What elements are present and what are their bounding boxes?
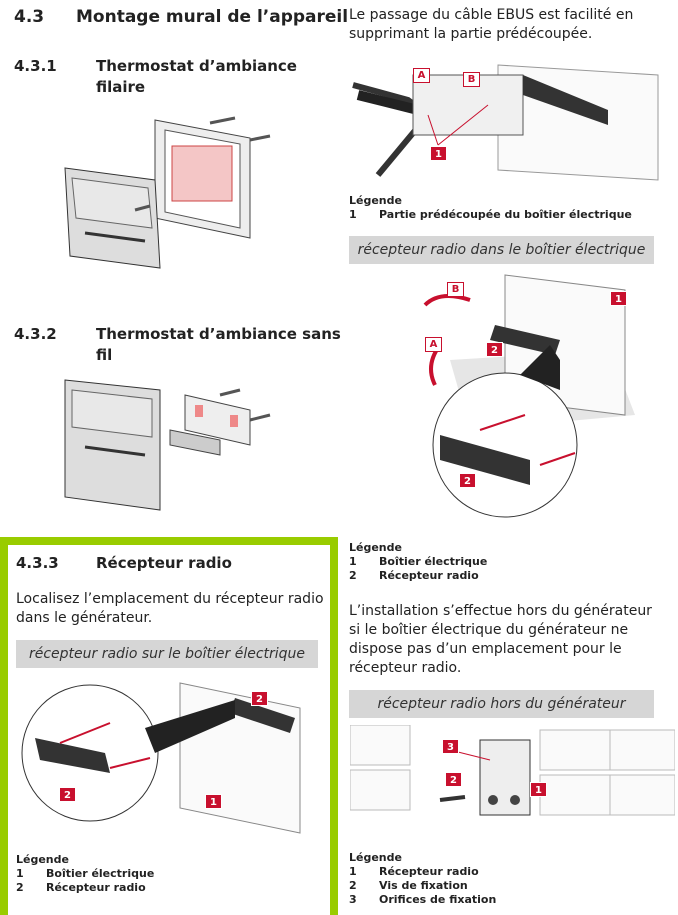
legend-number: 3: [349, 893, 357, 906]
legend-number: 2: [16, 881, 24, 894]
radio-receiver-section: [0, 537, 338, 915]
legend-item: 2 Récepteur radio: [349, 569, 487, 583]
callout-badge: B: [463, 72, 480, 87]
legend-text: Boîtier électrique: [46, 867, 155, 880]
wired-thermostat-illustration: [64, 116, 271, 269]
paragraph: Le passage du câble EBUS est facilité en…: [349, 6, 633, 44]
callout-badge: B: [447, 282, 464, 297]
legend-title: Légende: [349, 851, 402, 864]
text-line: si le boîtier électrique du générateur n…: [349, 622, 629, 638]
receiver-in-box-illustration: [423, 274, 635, 518]
legend-title: Légende: [349, 194, 402, 207]
text-line: L’installation s’effectue hors du généra…: [349, 603, 652, 619]
text-line: Le passage du câble EBUS est facilité en: [349, 7, 634, 23]
legend: Légende 1 Boîtier électrique 2 Récepteur r…: [16, 853, 154, 895]
text-line: dans le générateur.: [16, 610, 153, 626]
text-line: dispose pas d’un emplacement pour le: [349, 641, 622, 657]
paragraph: Localisez l’emplacement du récepteur rad…: [16, 590, 324, 628]
legend-text: Partie prédécoupée du boîtier électrique: [379, 208, 632, 221]
legend-item: 1 Récepteur radio: [349, 865, 496, 879]
callout-badge: 2: [486, 342, 503, 357]
title-line: Thermostat d’ambiance: [96, 57, 297, 75]
legend-number: 1: [349, 865, 357, 878]
legend-item: 1 Boîtier électrique: [349, 555, 487, 569]
callout-badge: 3: [442, 739, 459, 754]
legend-number: 1: [16, 867, 24, 880]
subsection-number: 4.3.2: [14, 325, 57, 343]
receiver-on-box-illustration: [21, 682, 301, 834]
legend-title: Légende: [16, 853, 69, 866]
legend-item: 2 Vis de fixation: [349, 879, 496, 893]
legend: Légende 1 Boîtier électrique 2 Récepteur r…: [349, 541, 487, 583]
legend-item: 2 Récepteur radio: [16, 881, 154, 895]
legend-title: Légende: [349, 541, 402, 554]
legend-number: 2: [349, 879, 357, 892]
legend-item: 1 Boîtier électrique: [16, 867, 154, 881]
callout-badge: 1: [610, 291, 627, 306]
text-line: supprimant la partie prédécoupée.: [349, 26, 593, 42]
callout-badge: 1: [530, 782, 547, 797]
caption-bar: récepteur radio hors du générateur: [349, 690, 654, 718]
text-line: récepteur radio.: [349, 660, 462, 676]
legend-text: Boîtier électrique: [379, 555, 488, 568]
callout-badge: A: [413, 68, 430, 83]
legend-text: Orifices de fixation: [379, 893, 497, 906]
callout-badge: 2: [459, 473, 476, 488]
title-line: Thermostat d’ambiance sans: [96, 325, 341, 343]
cable-cutout-illustration: [352, 64, 659, 181]
legend-text: Récepteur radio: [46, 881, 146, 894]
subsection-title: Thermostat d’ambiance sans fil: [96, 324, 341, 366]
section-number: 4.3: [14, 7, 45, 27]
callout-badge: 1: [205, 794, 222, 809]
caption-bar: récepteur radio dans le boîtier électriq…: [349, 236, 654, 264]
callout-badge: 1: [430, 146, 447, 161]
title-line: filaire: [96, 78, 146, 96]
subsection-title: Récepteur radio: [96, 554, 232, 572]
callout-badge: 2: [445, 772, 462, 787]
callout-badge: A: [425, 337, 442, 352]
legend-text: Récepteur radio: [379, 865, 479, 878]
legend: Légende 1 Récepteur radio 2 Vis de fixatio…: [349, 851, 496, 907]
legend-number: 1: [349, 208, 357, 221]
legend-number: 2: [349, 569, 357, 582]
receiver-outside-illustration: [350, 725, 675, 816]
title-line: fil: [96, 346, 113, 364]
callout-badge: 2: [251, 691, 268, 706]
legend-item: 3 Orifices de fixation: [349, 893, 496, 907]
subsection-number: 4.3.3: [16, 554, 59, 572]
subsection-number: 4.3.1: [14, 57, 57, 75]
legend-number: 1: [349, 555, 357, 568]
legend: Légende 1 Partie prédécoupée du boîtier é…: [349, 194, 632, 222]
text-line: Localisez l’emplacement du récepteur rad…: [16, 591, 324, 607]
subsection-title: Thermostat d’ambiance filaire: [96, 56, 297, 98]
section-title: Montage mural de l’appareil: [76, 7, 349, 27]
wireless-thermostat-illustration: [64, 379, 271, 511]
legend-item: 1 Partie prédécoupée du boîtier électriqu…: [349, 208, 632, 222]
legend-text: Vis de fixation: [379, 879, 468, 892]
legend-text: Récepteur radio: [379, 569, 479, 582]
callout-badge: 2: [59, 787, 76, 802]
paragraph: L’installation s’effectue hors du généra…: [349, 602, 652, 678]
caption-bar: récepteur radio sur le boîtier électriqu…: [16, 640, 318, 668]
